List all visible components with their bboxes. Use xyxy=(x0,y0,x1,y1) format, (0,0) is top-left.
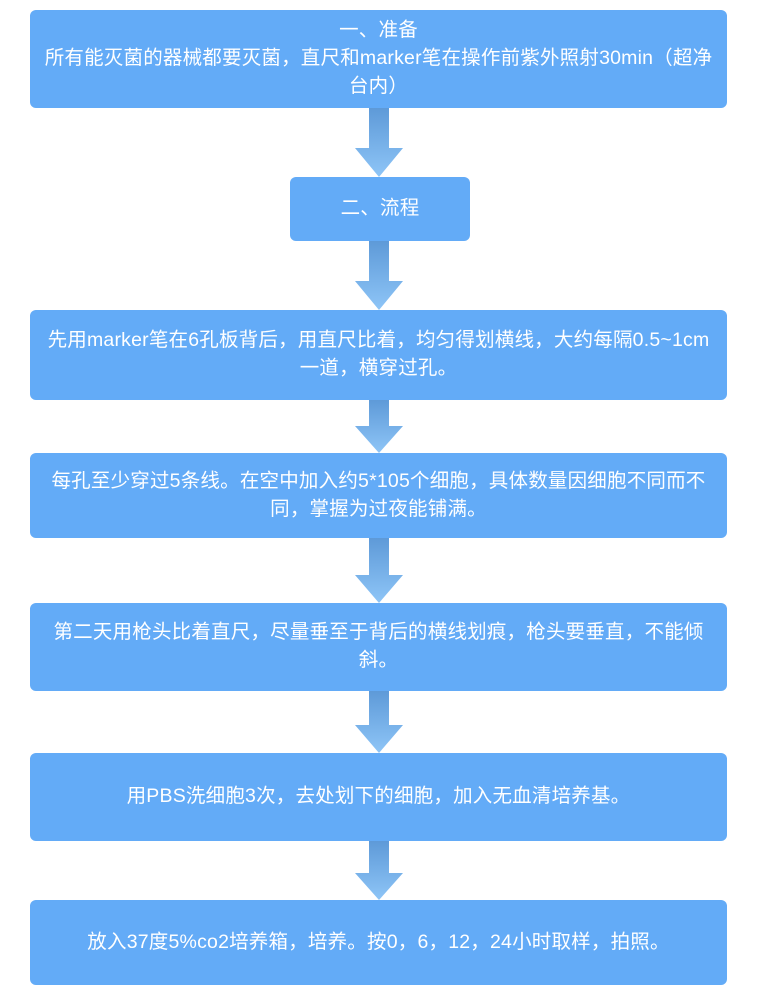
flow-node-process[interactable]: 二、流程 xyxy=(290,177,470,241)
arrow-down-icon-3 xyxy=(355,400,403,453)
flow-node-draw-lines[interactable]: 先用marker笔在6孔板背后，用直尺比着，均匀得划横线，大约每隔0.5~1cm… xyxy=(30,310,727,400)
flow-node-wash-label: 用PBS洗细胞3次，去处划下的细胞，加入无血清培养基。 xyxy=(126,785,631,808)
arrow-down-icon-4 xyxy=(355,538,403,603)
flow-node-draw-lines-label: 先用marker笔在6孔板背后，用直尺比着，均匀得划横线，大约每隔0.5~1cm… xyxy=(47,329,710,379)
arrow-down-icon-6 xyxy=(355,841,403,900)
flow-node-prepare[interactable]: 一、准备 所有能灭菌的器械都要灭菌，直尺和marker笔在操作前紫外照射30mi… xyxy=(30,10,727,108)
flow-node-wash[interactable]: 用PBS洗细胞3次，去处划下的细胞，加入无血清培养基。 xyxy=(30,753,727,841)
flow-node-seed-cells-label: 每孔至少穿过5条线。在空中加入约5*105个细胞，具体数量因细胞不同而不同，掌握… xyxy=(51,469,706,520)
flow-node-scratch[interactable]: 第二天用枪头比着直尺，尽量垂至于背后的横线划痕，枪头要垂直，不能倾斜。 xyxy=(30,603,727,691)
flow-node-process-label: 二、流程 xyxy=(340,197,420,220)
arrow-down-icon-2 xyxy=(355,241,403,310)
arrow-down-icon-5 xyxy=(355,691,403,753)
flow-node-scratch-label: 第二天用枪头比着直尺，尽量垂至于背后的横线划痕，枪头要垂直，不能倾斜。 xyxy=(53,621,704,671)
arrow-down-icon-1 xyxy=(355,108,403,177)
flow-node-prepare-label: 一、准备 所有能灭菌的器械都要灭菌，直尺和marker笔在操作前紫外照射30mi… xyxy=(44,19,713,97)
flow-node-incubate[interactable]: 放入37度5%co2培养箱，培养。按0，6，12，24小时取样，拍照。 xyxy=(30,900,727,985)
flow-node-incubate-label: 放入37度5%co2培养箱，培养。按0，6，12，24小时取样，拍照。 xyxy=(87,930,670,953)
flow-node-seed-cells[interactable]: 每孔至少穿过5条线。在空中加入约5*105个细胞，具体数量因细胞不同而不同，掌握… xyxy=(30,453,727,538)
